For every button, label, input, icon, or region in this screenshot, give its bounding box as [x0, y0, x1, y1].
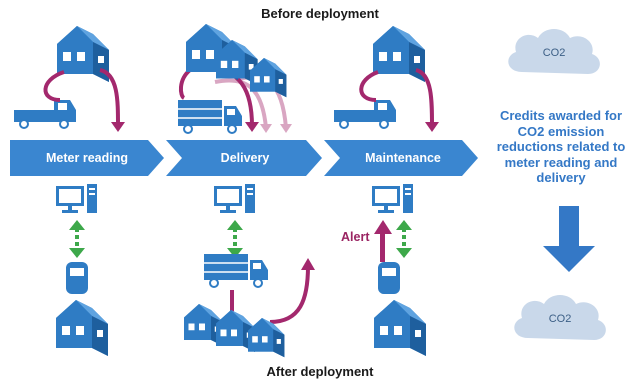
stage-chevron-delivery	[166, 140, 322, 176]
computer-icon	[214, 184, 255, 213]
after-delivery-group	[184, 184, 315, 358]
stage-chevron-maintenance	[324, 140, 478, 176]
house-icon	[374, 300, 426, 356]
house-icon	[57, 26, 109, 82]
truck-icon	[333, 99, 397, 129]
credit-text: Credits awarded for CO2 emission reducti…	[496, 108, 626, 185]
stage-label-maintenance: Maintenance	[365, 151, 441, 165]
stage-label-delivery: Delivery	[220, 151, 270, 165]
meter-device-icon	[66, 262, 88, 294]
alert-arrow	[380, 232, 385, 262]
alert-label: Alert	[341, 230, 370, 244]
after-deployment-title: After deployment	[266, 364, 374, 379]
house-icon	[56, 300, 108, 356]
meter-device-icon	[378, 262, 400, 294]
cloud-icon-top	[508, 29, 600, 74]
truck-icon	[13, 99, 77, 129]
process-band	[10, 140, 478, 176]
house-icon	[248, 318, 285, 358]
truck-icon	[177, 99, 243, 134]
stage-label-meter-reading: Meter reading	[46, 151, 128, 165]
after-meter-reading-group	[56, 184, 108, 356]
computer-icon	[56, 184, 97, 213]
truck-icon	[203, 253, 269, 288]
before-meter-reading-group	[13, 26, 125, 132]
before-maintenance-group	[333, 26, 439, 132]
computer-icon	[372, 184, 413, 213]
green-double-arrow	[67, 218, 87, 260]
after-maintenance-group	[372, 184, 426, 356]
before-delivery-group	[177, 24, 292, 134]
co2-label-bottom: CO2	[548, 313, 572, 325]
co2-label-top: CO2	[542, 47, 566, 59]
green-double-arrow	[394, 218, 414, 260]
cloud-icon-bottom	[514, 295, 606, 340]
before-deployment-title: Before deployment	[261, 6, 379, 21]
house-icon	[373, 26, 425, 82]
credit-arrow	[543, 206, 595, 272]
green-double-arrow	[225, 218, 245, 260]
stage-chevron-meter-reading	[10, 140, 164, 176]
